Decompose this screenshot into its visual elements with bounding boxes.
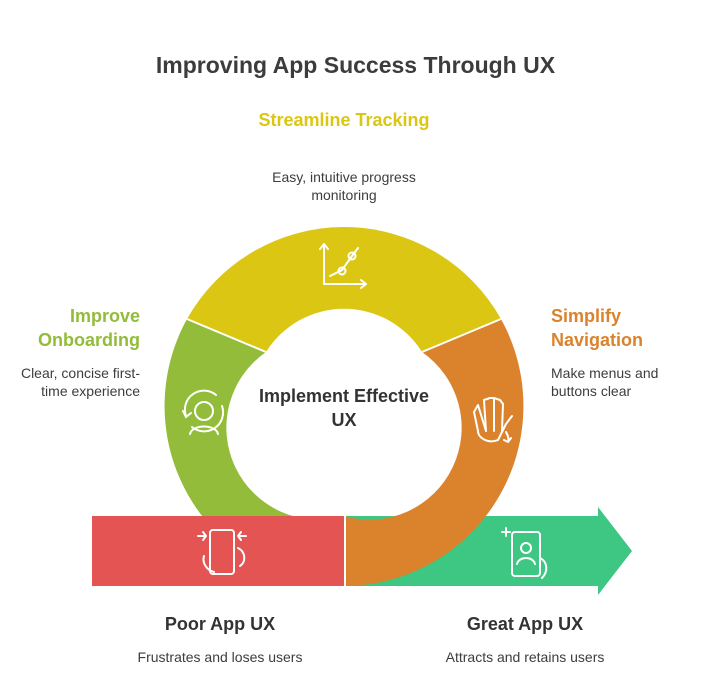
navigation-description: Make menus and buttons clear <box>551 365 659 399</box>
streamline-description: Easy, intuitive progress monitoring <box>272 169 416 203</box>
user-refresh-icon <box>182 389 225 435</box>
line-chart-icon <box>319 243 367 289</box>
poor-ux-description: Frustrates and loses users <box>137 649 303 665</box>
segment-streamline <box>187 227 501 352</box>
onboarding-description: Clear, concise first-time experience <box>20 365 140 399</box>
hand-swipe-icon <box>473 397 513 443</box>
page-title: Improving App Success Through UX <box>155 52 556 78</box>
segment-navigation <box>344 319 524 586</box>
great-ux-description: Attracts and retains users <box>445 649 605 665</box>
center-label: Implement Effective UX <box>258 386 430 430</box>
great-ux-title: Great App UX <box>466 614 584 634</box>
navigation-title: Simplify Navigation <box>551 306 644 350</box>
streamline-title: Streamline Tracking <box>258 110 430 130</box>
poor-ux-bar <box>92 516 345 586</box>
phone-user-icon <box>501 527 548 579</box>
onboarding-title: Improve Onboarding <box>38 306 140 350</box>
phone-compress-icon <box>197 529 247 575</box>
poor-ux-title: Poor App UX <box>164 614 276 634</box>
